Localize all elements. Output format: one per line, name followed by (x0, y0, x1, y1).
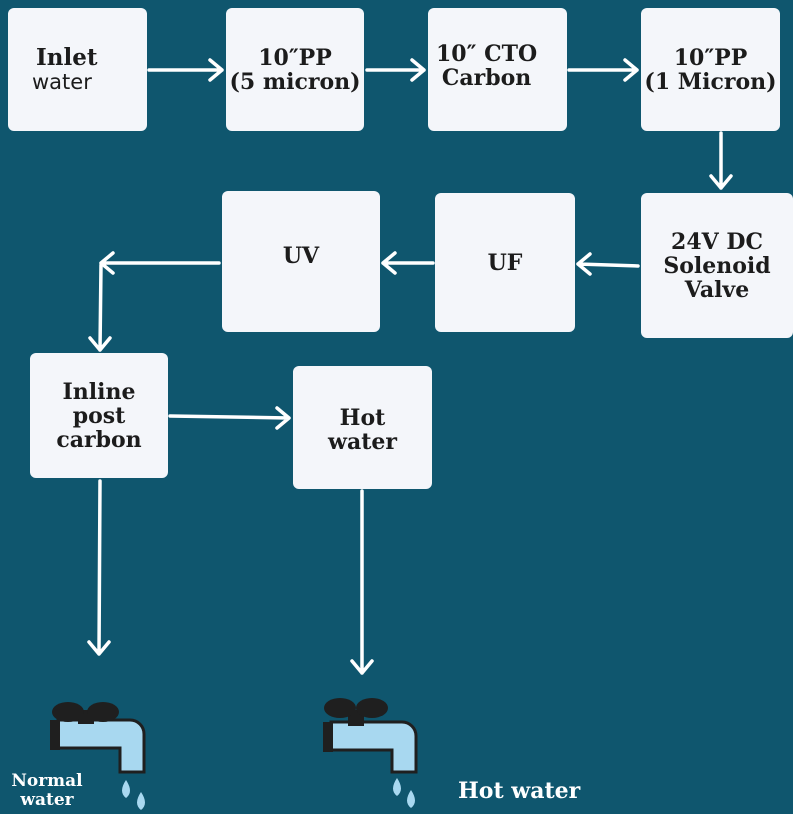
cto-carbon-label: 10″ CTO Carbon (436, 41, 538, 91)
arrow-uv-to-left (99, 251, 221, 275)
arrow-post-carbon-to-hot (168, 406, 291, 430)
pp-1-micron-node: 10″PP (1 Micron) (641, 8, 780, 131)
uv-node: UV (222, 191, 380, 332)
solenoid-valve-label: 24V DC Solenoid Valve (663, 228, 771, 303)
uv-label: UV (282, 243, 320, 269)
post-carbon-label: Inline post carbon (56, 378, 142, 453)
arrow-post-carbon-to-normal-tap (87, 479, 111, 656)
hot-water-label: Hot water (328, 405, 397, 455)
hot-water-caption: Hot water (458, 778, 581, 804)
post-carbon-node: Inline post carbon (30, 353, 168, 478)
inlet-subtitle: water (32, 69, 92, 94)
normal-water-drops-icon (122, 780, 145, 810)
arrow-pp1-to-solenoid (709, 131, 733, 190)
hot-water-tap-icon (323, 698, 418, 774)
hot-water-drops-icon (393, 778, 415, 808)
arrow-uf-to-uv (381, 251, 435, 275)
pp-5-micron-label: 10″PP (5 micron) (229, 44, 361, 95)
arrow-down-to-post-carbon (88, 263, 112, 352)
normal-water-tap-icon (50, 702, 146, 774)
solenoid-valve-node: 24V DC Solenoid Valve (641, 193, 793, 338)
cto-carbon-node: 10″ CTO Carbon (428, 8, 567, 131)
arrow-cto-to-pp1 (567, 58, 639, 82)
hot-water-node: Hot water (293, 366, 432, 489)
pp-5-micron-node: 10″PP (5 micron) (226, 8, 364, 131)
arrow-solenoid-to-uf (576, 252, 640, 276)
normal-water-caption: Normal water (11, 771, 83, 810)
inlet-title: Inlet (36, 43, 98, 71)
inlet-water-node: Inlet water (8, 8, 147, 131)
pp-1-micron-label: 10″PP (1 Micron) (644, 44, 777, 95)
arrow-hot-to-hot-tap (350, 489, 374, 675)
arrow-inlet-to-pp5 (147, 58, 224, 82)
arrow-pp5-to-cto (365, 58, 426, 82)
uf-label: UF (487, 249, 523, 276)
uf-node: UF (435, 193, 575, 332)
